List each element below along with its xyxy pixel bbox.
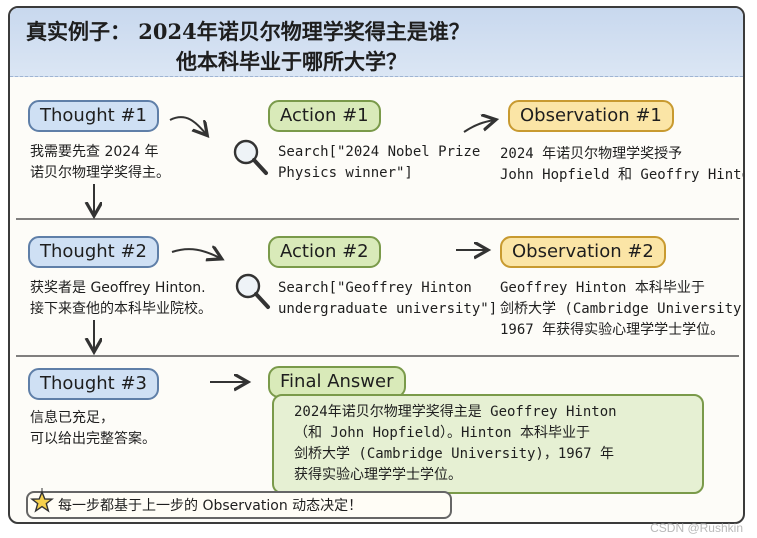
action-1-line-1: Search["2024 Nobel Prize	[278, 144, 481, 160]
title-line-2: 他本科毕业于哪所大学？	[176, 49, 407, 74]
arrow-thought-2-to-action-2	[171, 249, 220, 258]
star-icon	[30, 488, 54, 513]
thought-1-line-1: 我需要先查 2024 年	[30, 144, 159, 160]
observation-1-pill: Observation #1	[508, 100, 674, 132]
row-separator-2	[16, 355, 739, 357]
action-1-line-2: Physics winner"]	[278, 165, 413, 181]
magnifier-icon	[235, 273, 270, 309]
title-line-1: 真实例子： 2024年诺贝尔物理学奖得主是谁？	[26, 19, 470, 44]
thought-3-pill: Thought #3	[28, 368, 159, 400]
arrow-action-1-to-observation-1	[463, 120, 494, 133]
thought-3-line-1: 信息已充足，	[30, 410, 114, 426]
thought-2-line-1: 获奖者是 Geoffrey Hinton.	[30, 280, 206, 296]
thought-3-line-2: 可以给出完整答案。	[30, 431, 156, 447]
action-1-pill: Action #1	[268, 100, 381, 132]
thought-1-pill: Thought #1	[28, 100, 159, 132]
magnifier-icon	[233, 139, 268, 175]
observation-2-line-1: Geoffrey Hinton 本科毕业于	[500, 280, 705, 296]
tip-text: 每一步都基于上一步的 Observation 动态决定！	[58, 498, 363, 514]
watermark: CSDN @Rushkin	[650, 521, 743, 535]
action-2-line-1: Search["Geoffrey Hinton	[278, 280, 472, 296]
title-band: 真实例子： 2024年诺贝尔物理学奖得主是谁？ 他本科毕业于哪所大学？	[10, 8, 743, 77]
tip-box: 每一步都基于上一步的 Observation 动态决定！	[26, 491, 452, 519]
action-2-line-2: undergraduate university"]	[278, 301, 498, 317]
observation-2-line-2: 剑桥大学 (Cambridge University),	[500, 301, 745, 317]
final-answer-box: 2024年诺贝尔物理学奖得主是 Geoffrey Hinton （和 John …	[272, 394, 704, 494]
row-separator-1	[16, 218, 739, 220]
observation-1-line-2: John Hopfield 和 Geoffry Hinton…	[500, 167, 745, 183]
thought-2-pill: Thought #2	[28, 236, 159, 268]
observation-1-line-1: 2024 年诺贝尔物理学奖授予	[500, 146, 683, 162]
arrow-thought-1-to-action-1	[169, 116, 206, 134]
observation-2-pill: Observation #2	[500, 236, 666, 268]
final-answer-line-1: 2024年诺贝尔物理学奖得主是 Geoffrey Hinton	[294, 404, 617, 420]
diagram-frame: 真实例子： 2024年诺贝尔物理学奖得主是谁？ 他本科毕业于哪所大学？ Thou…	[8, 6, 745, 524]
thought-1-line-2: 诺贝尔物理学奖得主。	[30, 165, 170, 181]
diagram-overlay	[30, 8, 745, 513]
thought-2-line-2: 接下来查他的本科毕业院校。	[30, 301, 212, 317]
final-answer-line-4: 获得实验心理学学士学位。	[294, 467, 462, 483]
final-answer-pill: Final Answer	[268, 366, 406, 398]
observation-2-line-3: 1967 年获得实验心理学学士学位。	[500, 322, 725, 338]
action-2-pill: Action #2	[268, 236, 381, 268]
final-answer-line-3: 剑桥大学 (Cambridge University)，1967 年	[294, 446, 615, 462]
final-answer-line-2: （和 John Hopfield）。Hinton 本科毕业于	[294, 425, 591, 441]
